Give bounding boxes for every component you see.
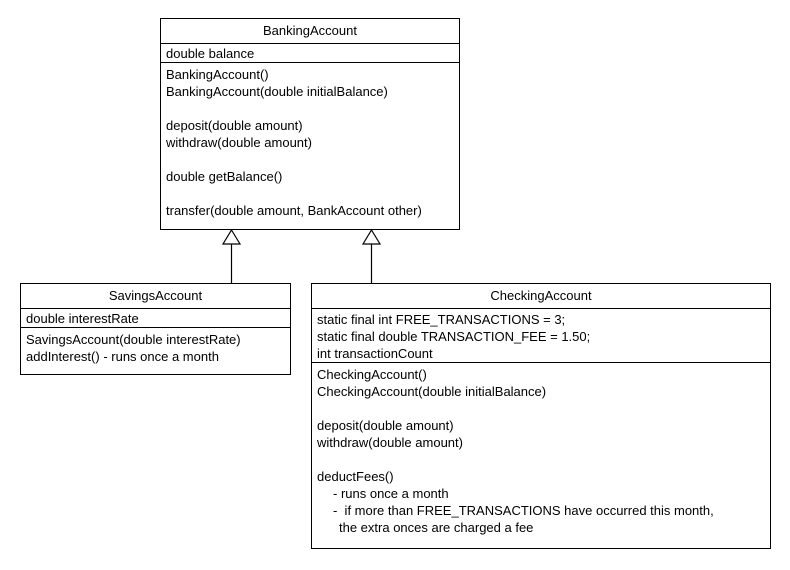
class-name-checking-account: CheckingAccount	[312, 284, 770, 309]
class-name-savings-account: SavingsAccount	[21, 284, 290, 309]
method-row: deposit(double amount)	[166, 118, 303, 133]
attributes-compartment-savings-account: double interestRate	[21, 309, 290, 328]
attributes-compartment-checking-account: static final int FREE_TRANSACTIONS = 3; …	[312, 309, 770, 363]
attribute-row: static final int FREE_TRANSACTIONS = 3;	[317, 312, 566, 327]
method-spacer	[166, 151, 459, 168]
method-row: CheckingAccount()	[317, 367, 427, 382]
generalization-savings-to-banking	[219, 229, 245, 285]
method-spacer	[317, 400, 770, 417]
method-note-row: - if more than FREE_TRANSACTIONS have oc…	[333, 503, 714, 518]
attribute-row: double interestRate	[26, 311, 139, 326]
method-spacer	[317, 451, 770, 468]
attributes-compartment-banking-account: double balance	[161, 44, 459, 63]
method-spacer	[166, 100, 459, 117]
class-box-banking-account[interactable]: BankingAccount double balance BankingAcc…	[160, 18, 460, 230]
method-row: deductFees()	[317, 469, 394, 484]
attribute-row: double balance	[166, 46, 255, 61]
generalization-checking-to-banking	[359, 229, 385, 285]
class-box-savings-account[interactable]: SavingsAccount double interestRate Savin…	[20, 283, 291, 375]
methods-compartment-savings-account: SavingsAccount(double interestRate) addI…	[21, 328, 290, 369]
method-row: withdraw(double amount)	[317, 435, 463, 450]
class-name-banking-account: BankingAccount	[161, 19, 459, 44]
class-box-checking-account[interactable]: CheckingAccount static final int FREE_TR…	[311, 283, 771, 549]
method-row: SavingsAccount(double interestRate)	[26, 332, 241, 347]
method-spacer	[166, 185, 459, 202]
method-row: BankingAccount(double initialBalance)	[166, 84, 388, 99]
method-row: BankingAccount()	[166, 67, 269, 82]
inheritance-arrow-icon	[361, 229, 382, 284]
method-row: double getBalance()	[166, 169, 283, 184]
attribute-row: static final double TRANSACTION_FEE = 1.…	[317, 329, 591, 344]
methods-compartment-banking-account: BankingAccount() BankingAccount(double i…	[161, 63, 459, 223]
method-row: deposit(double amount)	[317, 418, 454, 433]
method-row: CheckingAccount(double initialBalance)	[317, 384, 547, 399]
method-row: withdraw(double amount)	[166, 135, 312, 150]
method-note-row: - runs once a month	[333, 486, 449, 501]
methods-compartment-checking-account: CheckingAccount() CheckingAccount(double…	[312, 363, 770, 540]
method-note-row: the extra onces are charged a fee	[339, 520, 534, 535]
method-row: transfer(double amount, BankAccount othe…	[166, 203, 422, 218]
attribute-row: int transactionCount	[317, 346, 433, 361]
method-row: addInterest() - runs once a month	[26, 349, 219, 364]
inheritance-arrow-icon	[221, 229, 242, 284]
